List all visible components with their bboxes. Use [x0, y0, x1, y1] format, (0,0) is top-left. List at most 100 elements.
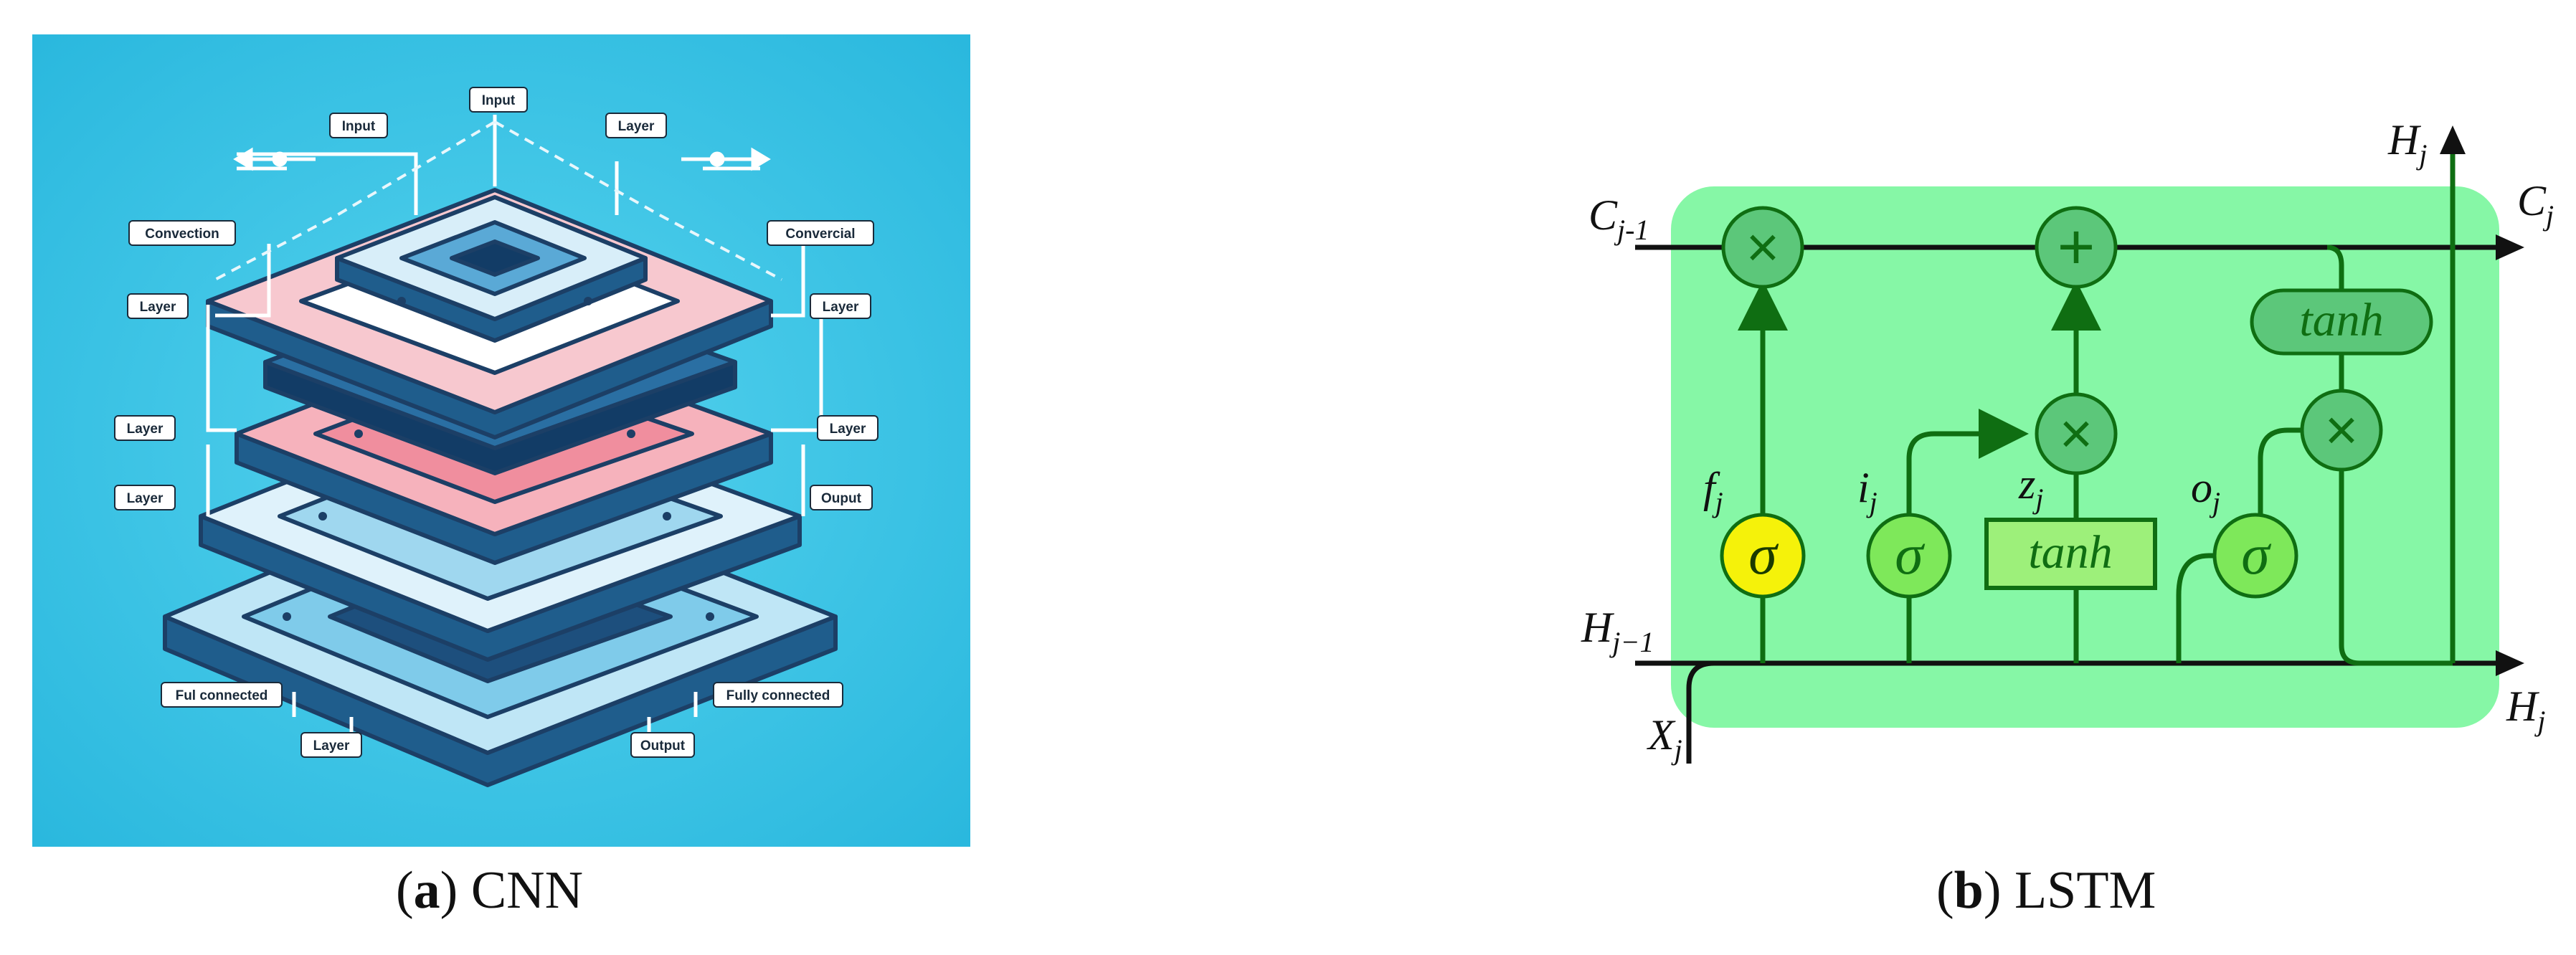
lstm-output-sigma: σ	[2212, 513, 2298, 599]
cnn-right-arrow-head	[751, 147, 771, 171]
cnn-label-layer-left-3: Layer	[127, 491, 164, 506]
cnn-label-fully-connected: Fully connected	[726, 688, 830, 703]
panel-a-caption: (a) CNN	[396, 861, 584, 920]
cnn-label-box	[713, 682, 843, 708]
lstm-add-symbol: +	[2058, 212, 2096, 283]
cnn-label-box	[810, 293, 871, 319]
lstm-input-gate-wire	[1906, 409, 2029, 663]
lstm-tanh-pill-text: tanh	[2299, 294, 2383, 346]
cnn-label-layer-bottom: Layer	[313, 738, 350, 754]
lstm-tanh-box-shape	[1984, 518, 2157, 590]
cnn-label-convercial: Convercial	[785, 227, 855, 242]
cnn-label-box	[114, 415, 176, 441]
lstm-tanh-pill: tanh	[2250, 288, 2433, 356]
lstm-output-gate-wire	[2176, 553, 2216, 663]
cnn-label-box	[128, 220, 236, 246]
panel-a-letter: a	[413, 861, 440, 920]
panel-b-letter: b	[1954, 861, 1984, 920]
cnn-label-layer-top-right: Layer	[618, 119, 655, 134]
cnn-label-box	[127, 293, 189, 319]
lstm-output-to-mult	[2258, 427, 2309, 523]
cnn-connector	[237, 152, 418, 215]
cnn-label-layer-left-1: Layer	[140, 300, 176, 315]
cnn-connector	[206, 305, 237, 432]
lstm-forget-sigma-symbol: σ	[1748, 523, 1779, 586]
cnn-left-arrow-head	[233, 147, 253, 171]
cnn-label-layer-right-2: Layer	[830, 422, 866, 437]
lstm-add: +	[2035, 206, 2118, 289]
panel-b-caption: (b) LSTM	[1936, 861, 2156, 920]
lstm-input-sigma-symbol: σ	[1895, 523, 1925, 586]
lstm-tanh-box: tanh	[1984, 518, 2157, 590]
cnn-connector	[771, 244, 805, 318]
lstm-label-z-gate: zj	[2018, 460, 2043, 515]
cnn-dot	[627, 429, 635, 438]
cnn-dot	[663, 512, 671, 521]
cnn-right-arrow-dot	[709, 151, 725, 167]
lstm-label-i-gate: ij	[1857, 464, 1877, 518]
lstm-label-h-next: Hj	[2506, 683, 2545, 737]
cnn-connector	[215, 244, 271, 318]
cnn-label-box	[810, 485, 873, 510]
lstm-cnext-arrowhead	[2496, 234, 2524, 260]
lstm-output-multiply: ×	[2300, 389, 2383, 472]
lstm-label-x-in: Xj	[1647, 711, 1682, 766]
lstm-add-circle	[2035, 206, 2118, 289]
lstm-input-multiply-circle	[2035, 392, 2118, 475]
lstm-forget-multiply-symbol: ×	[1746, 215, 1780, 279]
lstm-symbol-labels: Cj-1 Cj Hj Hj−1 Hj Xj fj ij zj oj	[1581, 116, 2554, 766]
cnn-label-box	[300, 732, 362, 758]
lstm-arrowheads	[2440, 125, 2524, 676]
cnn-dot	[584, 297, 592, 305]
cnn-side-arrows	[233, 147, 771, 171]
cnn-panel: Input Input Layer Convection Convercial …	[32, 34, 970, 847]
lstm-input-multiply-symbol: ×	[2060, 402, 2093, 465]
cnn-label-input-left: Input	[342, 119, 376, 134]
lstm-label-h-prev: Hj−1	[1581, 604, 1654, 658]
cnn-label-box	[605, 113, 667, 138]
lstm-label-c-next: Cj	[2517, 177, 2554, 232]
lstm-output-multiply-symbol: ×	[2325, 398, 2359, 462]
cnn-label-convection: Convection	[145, 227, 219, 242]
cnn-layer-top-core	[450, 239, 540, 277]
lstm-x-input-line	[1686, 660, 1715, 764]
lstm-forget-multiply: ×	[1721, 206, 1804, 289]
panel-a-title: CNN	[470, 861, 584, 920]
cnn-label-box	[469, 87, 528, 113]
lstm-forget-sigma: σ	[1720, 513, 1806, 599]
lstm-mult-to-out	[2339, 462, 2453, 666]
cnn-dashed-line	[494, 120, 782, 281]
cnn-label-box	[767, 220, 874, 246]
cnn-label-box	[329, 113, 388, 138]
cnn-layer-stack	[163, 188, 838, 787]
cnn-label-input-top: Input	[482, 93, 516, 108]
lstm-tanh-pill-shape	[2250, 288, 2433, 356]
lstm-label-c-prev: Cj-1	[1588, 191, 1649, 246]
lstm-tanh-box-text: tanh	[2028, 526, 2112, 579]
lstm-input-multiply: ×	[2035, 392, 2118, 475]
lstm-output-multiply-circle	[2300, 389, 2383, 472]
cnn-dot	[706, 612, 714, 621]
lstm-output-sigma-circle	[2212, 513, 2298, 599]
lstm-tanh-from-state	[2326, 244, 2344, 290]
cnn-left-arrow-dot	[272, 151, 288, 167]
cnn-label-ouput-right: Ouput	[821, 491, 862, 506]
lstm-hnext-arrowhead	[2496, 650, 2524, 676]
cnn-label-box	[114, 485, 176, 510]
cnn-dashed-line	[214, 120, 496, 281]
lstm-forget-sigma-circle	[1720, 513, 1806, 599]
cnn-dots	[283, 297, 714, 621]
cnn-label-box	[817, 415, 879, 441]
cnn-dot	[397, 297, 406, 305]
cnn-dashed-lines	[214, 120, 782, 281]
cnn-label-output-bottom: Output	[640, 738, 686, 754]
cnn-dot	[283, 612, 291, 621]
cnn-dot	[318, 512, 327, 521]
lstm-forget-multiply-circle	[1721, 206, 1804, 289]
cnn-label-box	[630, 732, 695, 758]
lstm-input-sigma: σ	[1866, 513, 1952, 599]
lstm-panel: × + × × tanh σ σ	[1581, 116, 2554, 766]
lstm-label-h-top: Hj	[2387, 116, 2427, 171]
